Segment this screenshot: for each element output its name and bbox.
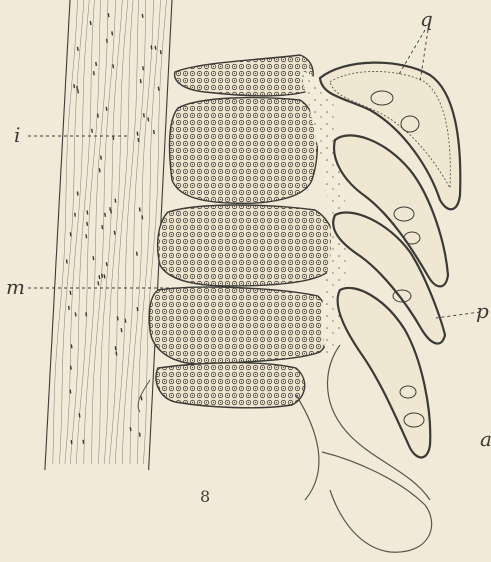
muscle-nucleus xyxy=(106,107,107,111)
muscle-nucleus xyxy=(104,274,105,278)
muscle-fiber xyxy=(59,0,84,464)
muscle-nucleus xyxy=(90,21,91,25)
muscle-nucleus xyxy=(79,413,80,417)
leader-p xyxy=(436,312,480,318)
muscle-nucleus xyxy=(98,281,99,285)
muscle-nucleus xyxy=(110,207,111,211)
muscle-edge-left xyxy=(45,0,70,470)
muscle-fiber xyxy=(76,0,100,464)
lobule-upper xyxy=(170,98,318,204)
muscle-fiber xyxy=(65,0,89,464)
muscle-nucleus xyxy=(137,252,138,256)
muscle-fiber xyxy=(109,0,133,464)
muscle-nucleus xyxy=(94,71,95,75)
lobule-middle xyxy=(158,205,335,286)
muscle-fiber xyxy=(53,0,78,464)
muscle-fiber xyxy=(115,0,139,464)
muscle-layer xyxy=(45,0,172,470)
muscle-nucleus xyxy=(107,39,108,43)
muscle-nucleus xyxy=(121,328,122,332)
label-q: q xyxy=(420,7,433,31)
muscle-nucleus xyxy=(87,222,88,226)
muscle-fiber xyxy=(137,0,160,464)
muscle-nucleus xyxy=(83,440,84,444)
muscle-nucleus xyxy=(108,13,109,17)
muscle-nucleus xyxy=(161,50,162,54)
muscle-nucleus xyxy=(114,231,115,235)
muscle-nucleus xyxy=(87,211,88,215)
muscle-nucleus xyxy=(115,346,116,350)
muscle-nucleus xyxy=(130,427,131,431)
muscle-nucleus xyxy=(102,225,103,229)
muscle-nucleus xyxy=(155,46,156,50)
muscle-fiber xyxy=(91,0,115,464)
muscle-nucleus xyxy=(148,117,149,121)
muscle-nucleus xyxy=(71,366,72,370)
muscle-fiber xyxy=(98,0,122,464)
muscle-fiber xyxy=(122,0,146,464)
muscle-nucleus xyxy=(69,306,70,310)
muscle-fiber xyxy=(104,0,128,464)
muscle-nucleus xyxy=(77,192,78,196)
muscle-nucleus xyxy=(102,274,103,278)
muscle-nucleus xyxy=(137,132,138,136)
muscle-nucleus xyxy=(112,31,113,35)
label-i: i xyxy=(14,123,20,147)
muscle-nucleus xyxy=(158,87,159,91)
muscle-nucleus xyxy=(142,215,143,219)
muscle-nucleus xyxy=(75,312,76,316)
label-m: m xyxy=(6,275,25,299)
lobule-masses xyxy=(149,55,335,408)
muscle-nucleus xyxy=(140,79,141,83)
muscle-nucleus xyxy=(75,213,76,217)
muscle-nucleus xyxy=(144,113,145,117)
figure-number: 8 xyxy=(200,487,210,506)
muscle-nucleus xyxy=(77,86,78,90)
lobule-lower xyxy=(149,287,329,364)
muscle-nucleus xyxy=(105,213,106,217)
muscle-nucleus xyxy=(117,316,118,320)
muscle-nucleus xyxy=(106,262,107,266)
muscle-nucleus xyxy=(142,14,143,18)
muscle-nucleus xyxy=(151,45,152,49)
muscle-nucleus xyxy=(143,66,144,70)
muscle-nucleus xyxy=(86,234,87,238)
muscle-nucleus xyxy=(70,232,71,236)
muscle-nucleus xyxy=(138,138,139,142)
muscle-fiber xyxy=(70,0,94,464)
label-p: p xyxy=(476,299,489,323)
muscle-nucleus xyxy=(125,319,126,323)
muscle-nucleus xyxy=(99,275,100,279)
muscle-nucleus xyxy=(93,256,94,260)
muscle-nucleus xyxy=(115,199,116,203)
muscle-nucleus xyxy=(71,440,72,444)
lobule-bottom xyxy=(156,363,305,408)
muscle-nucleus xyxy=(140,208,141,212)
muscle-nucleus xyxy=(116,352,117,356)
muscle-nucleus xyxy=(101,156,102,160)
muscle-nucleus xyxy=(70,291,71,295)
muscle-nucleus xyxy=(137,307,138,311)
muscle-nucleus xyxy=(140,433,141,437)
lobule-top xyxy=(175,55,314,96)
muscle-nucleus xyxy=(113,64,114,68)
muscle-nucleus xyxy=(71,344,72,348)
muscle-nucleus xyxy=(98,114,99,118)
muscle-nucleus xyxy=(67,260,68,264)
muscle-nucleus xyxy=(96,62,97,66)
label-a: a xyxy=(480,427,491,451)
muscle-nucleus xyxy=(74,84,75,88)
muscle-nucleus xyxy=(99,168,100,172)
muscle-nucleus xyxy=(154,130,155,134)
muscle-fiber xyxy=(84,0,108,464)
muscle-nucleus xyxy=(141,396,142,400)
muscle-nucleus xyxy=(78,89,79,93)
muscle-nucleus xyxy=(92,129,93,133)
muscle-nucleus xyxy=(86,312,87,316)
muscle-nucleus xyxy=(70,390,71,394)
muscle-nucleus xyxy=(78,47,79,51)
